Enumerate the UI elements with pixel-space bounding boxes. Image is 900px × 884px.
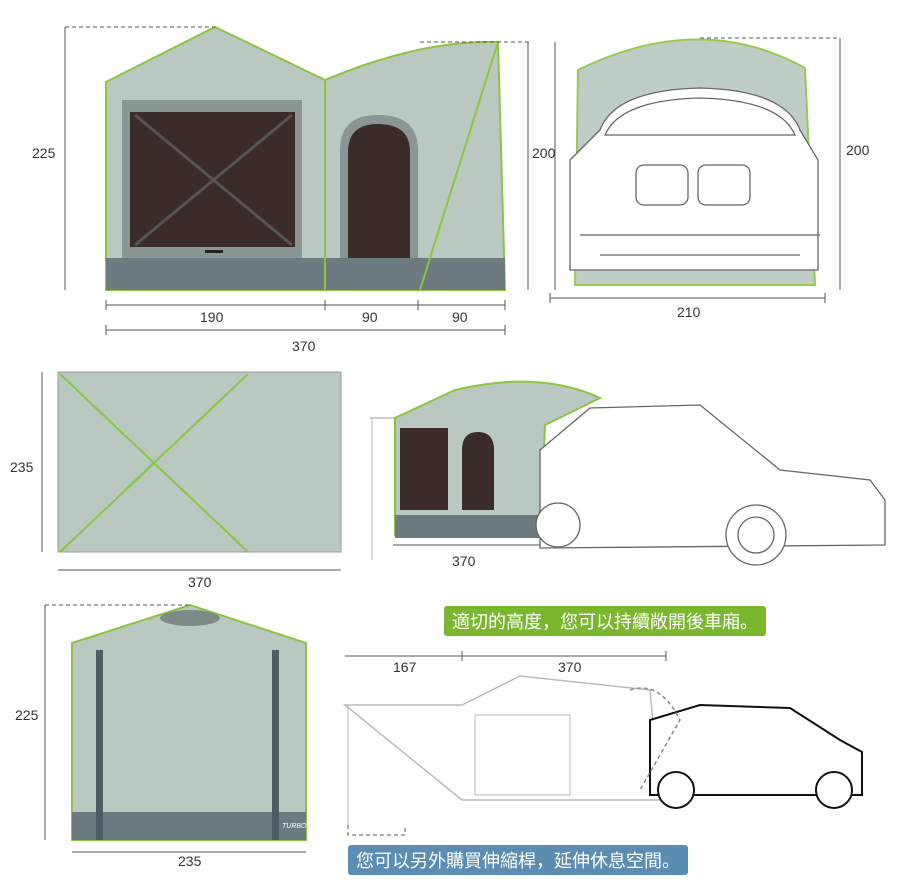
car-height-left: 200 <box>532 145 556 161</box>
awning-length-label: 167 <box>393 659 417 675</box>
front-height-label: 225 <box>32 145 56 161</box>
front-window-mesh <box>348 124 410 258</box>
car-height-right: 200 <box>846 142 870 158</box>
front-width-90a: 90 <box>362 309 378 325</box>
tent-length-label: 370 <box>558 659 582 675</box>
attached-length-label: 370 <box>452 553 476 569</box>
side-height-label: 225 <box>15 707 39 723</box>
front-total-width: 370 <box>292 338 316 354</box>
floor-view: 235 370 <box>10 371 342 590</box>
floor-height-label: 235 <box>10 459 34 475</box>
extension-note-caption: 您可以另外購買伸縮桿，延伸休息空間。 <box>348 845 688 875</box>
floor-width-label: 370 <box>188 574 212 590</box>
brand-logo: TURBO <box>282 823 307 830</box>
side-width-label: 235 <box>178 853 202 869</box>
front-width-90b: 90 <box>452 309 468 325</box>
side-panel-view: TURBO 225 235 <box>15 603 307 869</box>
extended-view: 167 370 <box>342 651 863 836</box>
front-tent-view: 225 190 90 90 370 <box>32 25 530 354</box>
front-width-190: 190 <box>200 309 224 325</box>
attached-side-view: 370 <box>370 380 886 569</box>
car-width-label: 210 <box>677 304 701 320</box>
car-front-view: 200 200 210 <box>532 37 870 320</box>
height-note-caption: 適切的高度，您可以持續敞開後車廂。 <box>444 606 766 636</box>
